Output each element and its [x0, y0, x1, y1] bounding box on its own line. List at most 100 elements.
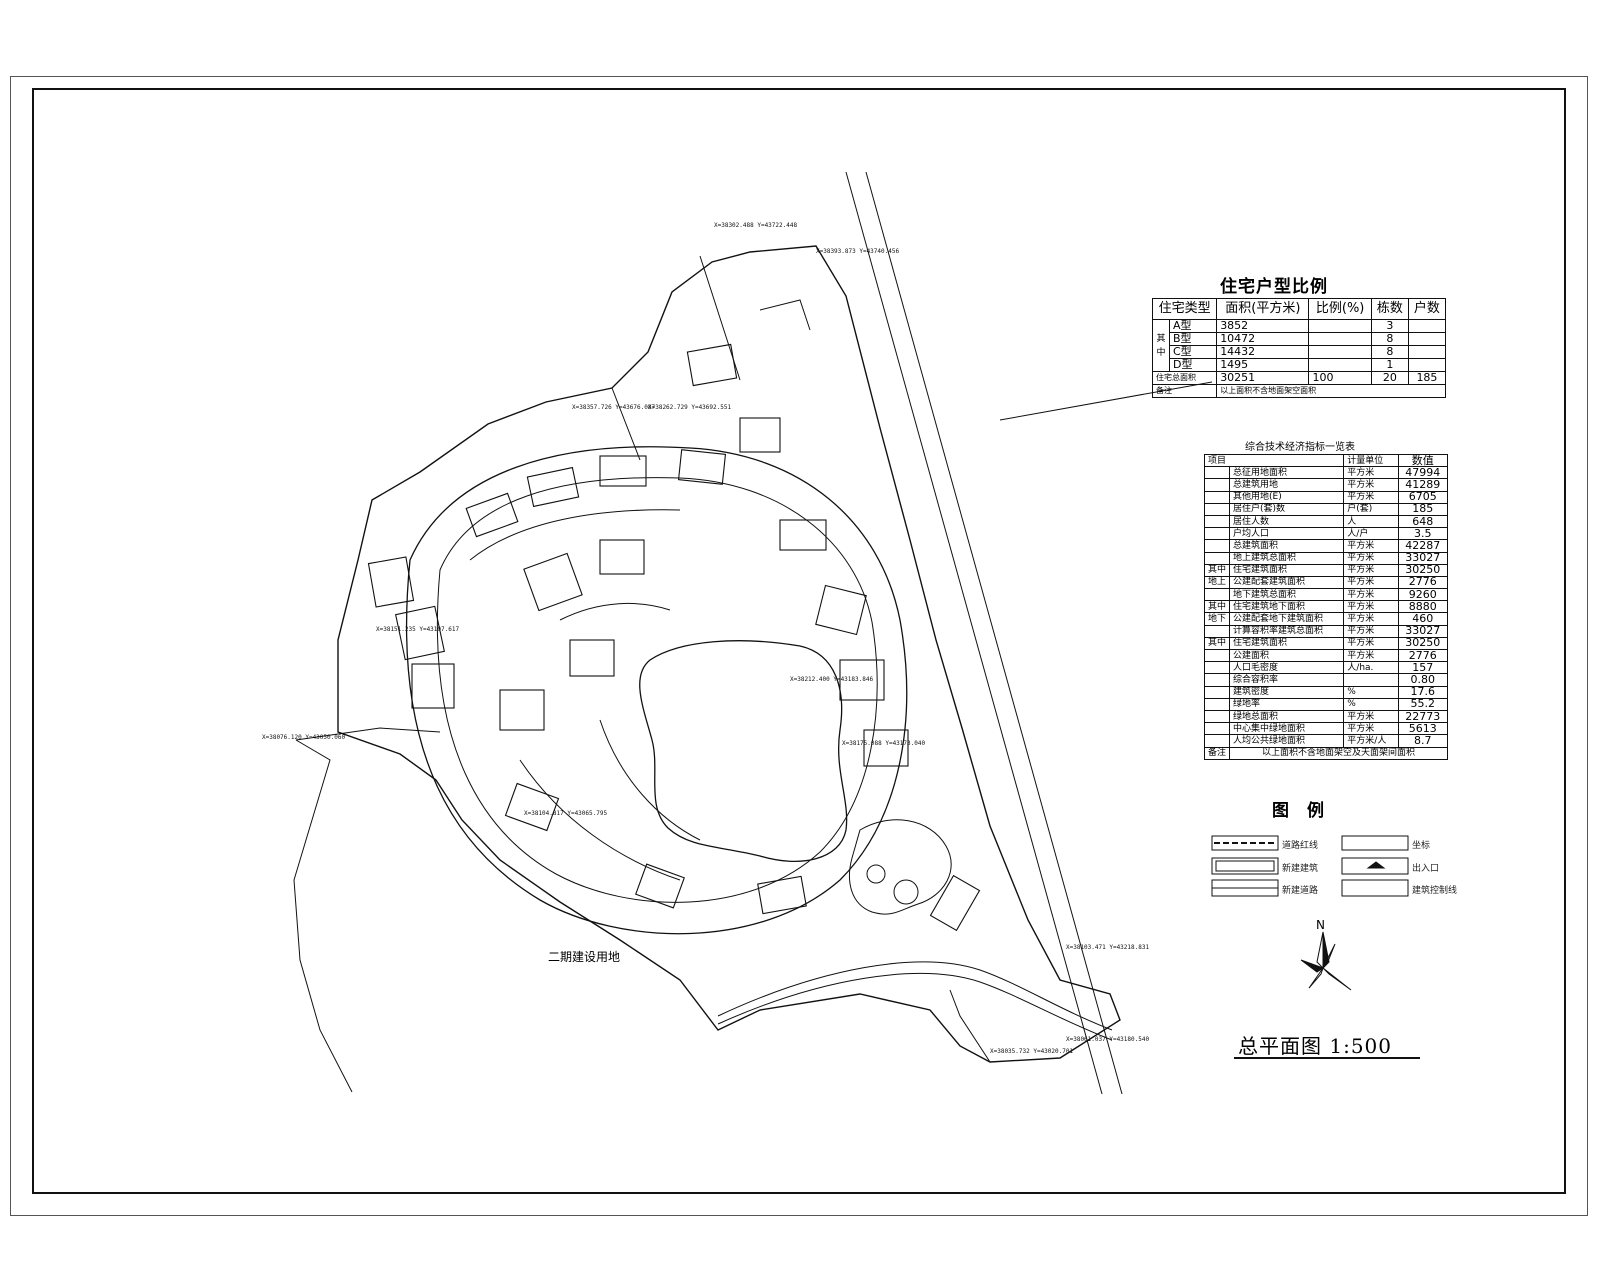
coordinate-label: X=38393.873 Y=43740.456: [816, 248, 900, 255]
internal-path-7: [759, 299, 811, 331]
building-7: [677, 449, 727, 485]
legend-label-new-road: 新建道路: [1282, 886, 1319, 896]
legend-label-control-line: 建筑控制线: [1412, 886, 1458, 896]
econ-value-cell: 22773: [1397, 709, 1449, 724]
internal-path-6: [611, 387, 641, 461]
econ-item-cell: 人口毛密度: [1229, 661, 1345, 675]
econ-item-cell: 人均公共绿地面积: [1229, 734, 1345, 748]
unit-type-cell: C型: [1168, 345, 1218, 359]
unit-total-units: 185: [1407, 371, 1447, 385]
econ-group-cell: [1203, 490, 1231, 504]
coordinate-label: X=38104.817 Y=43065.795: [524, 810, 608, 817]
econ-item-cell: 其他用地(E): [1229, 490, 1345, 504]
econ-unit-cell: 平方米: [1343, 722, 1399, 736]
building-5: [526, 466, 580, 508]
econ-item-cell: 总征用地面积: [1229, 466, 1345, 480]
econ-value-cell: 185: [1397, 502, 1449, 516]
econ-unit-cell: 户(套): [1343, 502, 1399, 516]
building-10: [779, 519, 827, 551]
econ-header-item: 项目: [1203, 453, 1345, 468]
econ-item-cell: 绿地总面积: [1229, 709, 1345, 724]
coordinate-label: X=38103.471 Y=43218.831: [1066, 944, 1150, 951]
econ-item-cell: 住宅建筑面积: [1229, 563, 1345, 577]
building-9: [686, 343, 738, 387]
unit-ratio-cell: [1308, 345, 1372, 359]
econ-item-cell: 综合容积率: [1229, 673, 1345, 687]
econ-group-cell: [1203, 648, 1231, 663]
econ-unit-cell: 平方米: [1343, 624, 1399, 638]
coordinate-label: X=38262.729 Y=43692.551: [648, 404, 732, 411]
internal-path-2: [559, 603, 671, 621]
econ-item-cell: 地上建筑总面积: [1229, 551, 1345, 565]
phase-two-boundary: [295, 727, 441, 741]
econ-item-cell: 居住人数: [1229, 514, 1345, 529]
building-6: [599, 455, 647, 487]
econ-item-cell: 住宅建筑地下面积: [1229, 600, 1345, 614]
econ-unit-cell: 人/户: [1343, 527, 1399, 541]
coordinate-label: X=38357.726 Y=43676.087: [572, 404, 656, 411]
econ-group-cell: 地上: [1203, 575, 1231, 590]
entrance-road-2: [717, 973, 1113, 1041]
econ-group-cell: 地下: [1203, 612, 1231, 626]
building-19: [635, 863, 685, 909]
legend-symbols: [1211, 835, 1409, 897]
econ-value-cell: 42287: [1397, 539, 1449, 553]
econ-value-cell: 8.7: [1397, 734, 1449, 748]
econ-item-cell: 总建筑面积: [1229, 539, 1345, 553]
econ-unit-cell: 平方米: [1343, 478, 1399, 492]
econ-group-cell: 其中: [1203, 636, 1231, 651]
coordinate-label: X=38061.037 Y=43180.540: [1066, 1036, 1150, 1043]
building-8: [739, 417, 781, 453]
econ-item-cell: 总建筑用地: [1229, 478, 1345, 492]
building-2: [395, 605, 445, 661]
building-1: [367, 556, 415, 608]
unit-header-area: 面积(平方米): [1216, 298, 1310, 320]
econ-item-cell: 绿地率: [1229, 697, 1345, 711]
econ-unit-cell: 平方米: [1343, 551, 1399, 565]
legend-label-coordinate: 坐标: [1412, 841, 1431, 851]
building-16: [499, 689, 545, 731]
road-edge-east-1: [845, 171, 1103, 1095]
building-13: [863, 729, 909, 767]
building-17: [504, 782, 560, 832]
econ-item-cell: 建筑密度: [1229, 685, 1345, 699]
internal-path-5: [699, 255, 741, 381]
legend-label-red-line: 道路红线: [1282, 841, 1319, 851]
unit-area-cell: 3852: [1216, 319, 1310, 333]
unit-table-title: 住宅户型比例: [1220, 277, 1328, 297]
pond: [849, 819, 952, 915]
table-row: C型 14432 8: [1153, 345, 1447, 359]
econ-unit-cell: %: [1343, 697, 1399, 711]
econ-unit-cell: 平方米/人: [1343, 734, 1399, 748]
unit-units-cell: [1407, 332, 1447, 346]
econ-unit-cell: 平方米: [1343, 575, 1399, 590]
econ-value-cell: 2776: [1397, 648, 1449, 663]
unit-note-text: 以上面积不含地面架空面积: [1216, 384, 1446, 398]
table-row: D型 1495 1: [1153, 358, 1447, 372]
econ-value-cell: 3.5: [1397, 527, 1449, 541]
entrance-road-3: [949, 989, 991, 1063]
phase-two-land-label: 二期建设用地: [548, 950, 621, 964]
site-boundary: [337, 245, 1121, 1063]
pond-island-1: [866, 864, 886, 884]
unit-total-ratio: 100: [1308, 371, 1372, 385]
econ-group-cell: [1203, 514, 1231, 529]
coordinate-label: X=38035.732 Y=43020.701: [990, 1048, 1074, 1055]
econ-group-cell: [1203, 588, 1231, 602]
unit-ratio-cell: [1308, 332, 1372, 346]
unit-buildings-cell: 1: [1370, 358, 1409, 372]
road-edge-east-2: [865, 171, 1123, 1095]
north-arrow-icon: [1300, 931, 1352, 991]
building-3: [411, 663, 455, 709]
unit-buildings-cell: 8: [1370, 345, 1409, 359]
